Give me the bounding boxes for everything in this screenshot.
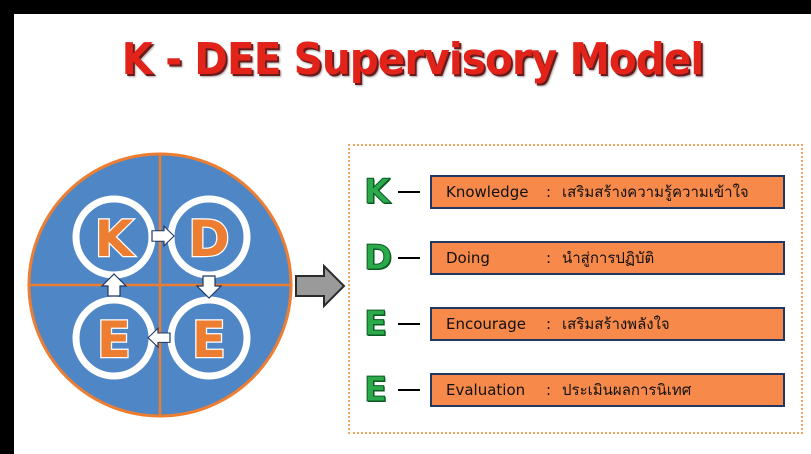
legend-bar: Encourage : เสริมสร้างพลังใจ — [430, 307, 785, 341]
legend-term: Knowledge — [446, 183, 529, 201]
legend-row: K Knowledge : เสริมสร้างความรู้ความเข้าใ… — [350, 172, 805, 213]
legend-colon: : — [546, 315, 552, 333]
quadrant-letter: E — [192, 311, 226, 369]
right-arrow-icon — [151, 224, 175, 248]
quadrant-letter: K — [95, 210, 136, 268]
down-arrow-icon — [195, 275, 223, 299]
left-arrow-icon — [147, 327, 171, 349]
block-right-arrow-icon — [295, 263, 346, 309]
legend-colon: : — [546, 249, 552, 267]
ring-e-right — [167, 296, 251, 380]
diagram-panel: K - DEE Supervisory Model K D E E — [14, 14, 811, 454]
legend-dash — [398, 389, 420, 391]
quadrant-letter: D — [188, 210, 230, 268]
legend-letter: E — [363, 370, 388, 411]
legend-colon: : — [546, 183, 552, 201]
legend-term: Encourage — [446, 315, 527, 333]
legend-meaning: เสริมสร้างพลังใจ — [562, 315, 670, 333]
legend-box: K Knowledge : เสริมสร้างความรู้ความเข้าใ… — [348, 144, 803, 434]
legend-term: Doing — [446, 249, 490, 267]
legend-letter: D — [363, 238, 393, 279]
legend-row: E Evaluation : ประเมินผลการนิเทศ — [350, 370, 805, 411]
quadrant-e-bottom-right: E — [167, 296, 251, 380]
legend-row: D Doing : นำสู่การปฏิบัติ — [350, 238, 805, 279]
legend-meaning: ประเมินผลการนิเทศ — [562, 381, 692, 399]
legend-letter: E — [363, 304, 388, 345]
legend-meaning: เสริมสร้างความรู้ความเข้าใจ — [562, 183, 749, 201]
legend-bar: Knowledge : เสริมสร้างความรู้ความเข้าใจ — [430, 175, 785, 209]
cycle-diagram: K D E E — [27, 152, 346, 418]
legend-letter: K — [363, 172, 391, 213]
quadrant-letter: E — [97, 311, 131, 369]
legend-term: Evaluation — [446, 381, 526, 399]
page-title: K - DEE Supervisory Model — [121, 34, 705, 85]
legend-dash — [398, 257, 420, 259]
legend-bar: Evaluation : ประเมินผลการนิเทศ — [430, 373, 785, 407]
legend-meaning: นำสู่การปฏิบัติ — [562, 249, 655, 267]
legend-dash — [398, 323, 420, 325]
legend-colon: : — [546, 381, 552, 399]
legend-row: E Encourage : เสริมสร้างพลังใจ — [350, 304, 805, 345]
up-arrow-icon — [100, 273, 128, 297]
legend-dash — [398, 191, 420, 193]
legend-bar: Doing : นำสู่การปฏิบัติ — [430, 241, 785, 275]
